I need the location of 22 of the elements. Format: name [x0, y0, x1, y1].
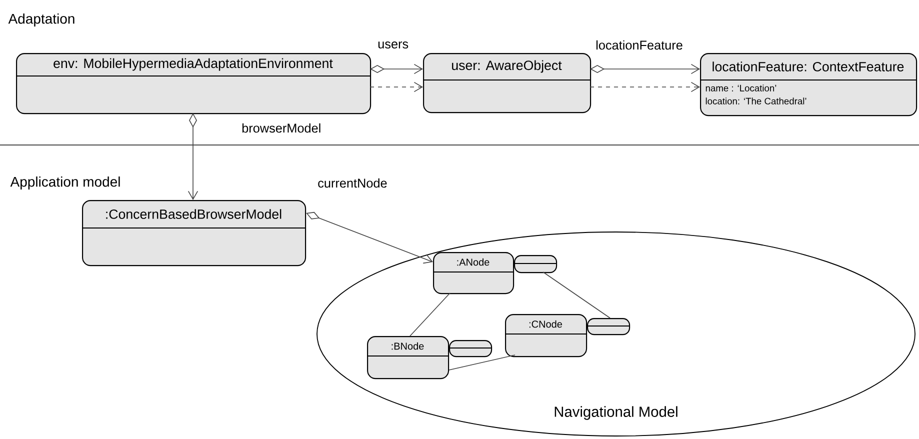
edge-label: locationFeature — [594, 39, 684, 51]
attribute-pill — [514, 255, 558, 274]
object-box: locationFeature: ContextFeature name : ‘Location’ location: ‘The Cathedral’ — [700, 53, 918, 116]
object-box: user: AwareObject — [423, 53, 592, 114]
connector-arrow — [590, 64, 700, 74]
connector-arrow — [370, 82, 423, 92]
connector-arrow — [590, 82, 700, 92]
connector-arrow — [306, 212, 434, 264]
attribute-pill — [449, 340, 492, 358]
object-box: :ANode — [433, 252, 514, 294]
connector-arrow — [188, 113, 198, 200]
connector-arrow — [370, 64, 423, 74]
object-box: :CNode — [505, 314, 588, 358]
edge-label: browserModel — [240, 122, 322, 134]
attribute-pill — [587, 318, 630, 336]
section-title: Application model — [10, 176, 120, 190]
object-box: :ConcernBasedBrowserModel — [82, 200, 306, 266]
edge-label: users — [376, 40, 410, 50]
edge-label: currentNode — [316, 177, 389, 189]
section-title: Adaptation — [8, 13, 74, 27]
object-box: env: MobileHypermediaAdaptationEnvironment — [16, 53, 372, 114]
object-box: :BNode — [367, 336, 450, 380]
